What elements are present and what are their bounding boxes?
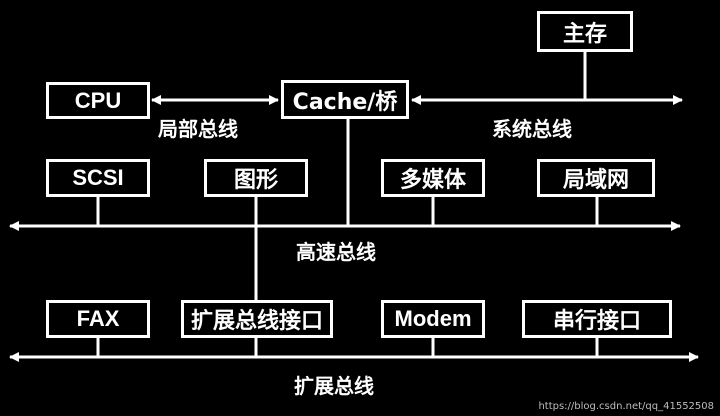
cache-bridge-box: Cache/桥 xyxy=(281,80,409,119)
modem-box: Modem xyxy=(381,300,485,338)
serial-label: 串行接口 xyxy=(552,309,641,334)
lan-box: 局域网 xyxy=(537,159,655,197)
fax-label: FAX xyxy=(76,306,120,331)
serial-box: 串行接口 xyxy=(522,300,672,338)
graphics-label: 图形 xyxy=(233,168,278,193)
expansion-bus-label: 扩展总线 xyxy=(294,374,374,398)
memory-box: 主存 xyxy=(537,11,633,52)
high-speed-bus-label: 高速总线 xyxy=(296,240,376,264)
scsi-label: SCSI xyxy=(72,165,124,190)
expansion-interface-label: 扩展总线接口 xyxy=(190,309,323,334)
cpu-box: CPU xyxy=(46,82,150,119)
scsi-box: SCSI xyxy=(46,159,150,197)
multimedia-box: 多媒体 xyxy=(381,159,485,197)
fax-box: FAX xyxy=(46,300,150,338)
local-bus-label: 局部总线 xyxy=(158,117,238,141)
cache-bridge-label: Cache/桥 xyxy=(292,89,398,115)
lan-label: 局域网 xyxy=(562,168,629,193)
watermark: https://blog.csdn.net/qq_41552508 xyxy=(538,401,714,412)
expansion-interface-box: 扩展总线接口 xyxy=(181,300,333,338)
multimedia-label: 多媒体 xyxy=(399,168,466,193)
graphics-box: 图形 xyxy=(204,159,308,197)
modem-label: Modem xyxy=(394,306,472,331)
system-bus-label: 系统总线 xyxy=(492,117,572,141)
memory-label: 主存 xyxy=(562,21,607,47)
cpu-label: CPU xyxy=(74,87,122,113)
